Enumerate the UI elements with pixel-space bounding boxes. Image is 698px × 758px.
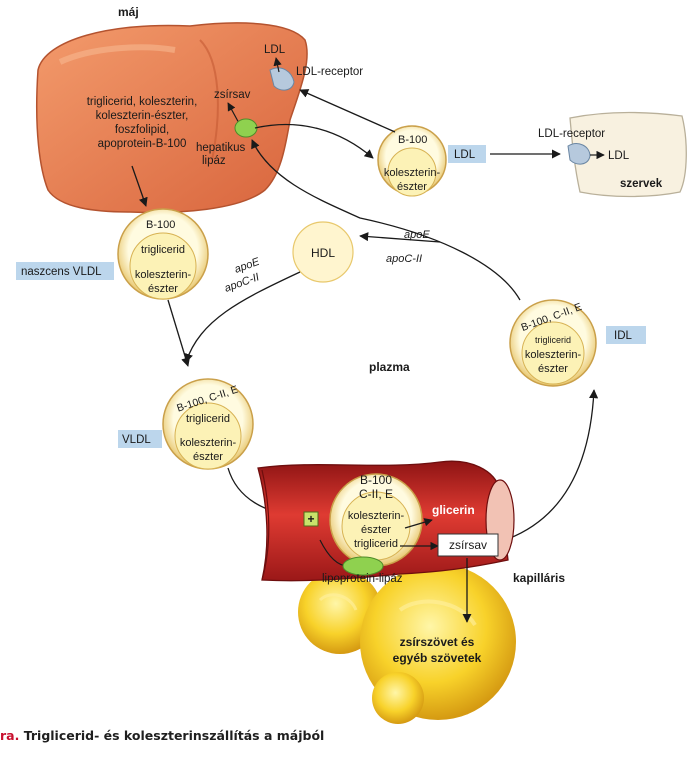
- capillary-fatty-acid-label: zsírsav: [449, 538, 487, 552]
- svg-text:koleszterin-észter,: koleszterin-észter,: [96, 110, 189, 122]
- svg-text:észter: észter: [397, 181, 427, 193]
- figure-caption: ra. Triglicerid- és koleszterinszállítás…: [0, 728, 698, 750]
- liver-ldl-receptor-label: LDL-receptor: [296, 66, 363, 78]
- liver-shape: [36, 22, 308, 214]
- hepatic-lipase-icon: [234, 118, 258, 138]
- svg-text:észter: észter: [148, 283, 178, 295]
- hdl-incoming-arrow: [359, 232, 441, 243]
- svg-text:B-100: B-100: [360, 473, 392, 487]
- hepatic-lipase-loop-arrow: [254, 123, 374, 159]
- hepatic-lipase-label-1: hepatikus: [196, 142, 245, 154]
- svg-text:észter: észter: [193, 451, 223, 463]
- liver-title: máj: [118, 5, 139, 19]
- organs-ldl-receptor-label: LDL-receptor: [538, 128, 605, 140]
- ldl-tag-text: LDL: [454, 149, 476, 161]
- hdl-particle: HDL: [292, 221, 354, 283]
- figure-caption-text: Triglicerid- és koleszterinszállítás a m…: [19, 728, 325, 743]
- glycerol-label: glicerin: [432, 503, 475, 517]
- liver: [36, 22, 308, 214]
- ldl-to-liver-arrow: [299, 89, 396, 133]
- liver-contents: triglicerid, koleszterin, koleszterin-és…: [87, 96, 198, 150]
- svg-text:apoprotein-B-100: apoprotein-B-100: [98, 138, 187, 150]
- adipose-tissue: [298, 564, 516, 724]
- hepatic-lipase-label-2: lipáz: [202, 155, 226, 167]
- svg-text:B-100: B-100: [398, 134, 427, 146]
- svg-text:koleszterin-: koleszterin-: [348, 510, 405, 522]
- capillary-fatty-acid-box: [437, 533, 499, 557]
- organs-ldl-label: LDL: [608, 150, 630, 162]
- nascent-vldl-particle: B-100 triglicerid koleszterin- észter: [117, 208, 209, 300]
- liver-ldl-receptor-icon: [269, 67, 295, 91]
- figure-caption-number: ra.: [0, 728, 20, 743]
- to-glycerol-arrow: [404, 518, 433, 529]
- svg-text:koleszterin-: koleszterin-: [384, 167, 441, 179]
- organs-title: szervek: [620, 178, 663, 190]
- svg-text:koleszterin-: koleszterin-: [525, 349, 582, 361]
- hdl-apoc-left: apoC-II: [223, 271, 261, 295]
- liver-ldl-label: LDL: [264, 44, 286, 56]
- plasma-label: plazma: [369, 360, 410, 374]
- nascent-to-vldl-arrow: [167, 299, 190, 367]
- hdl-apoe-right: apoE: [404, 229, 430, 241]
- svg-text:foszfolipid,: foszfolipid,: [115, 124, 169, 136]
- ldl-tag: [448, 145, 486, 163]
- vldl-tag-text: VLDL: [122, 434, 151, 446]
- idl-particle: B-100, C-II, E triglicerid koleszterin- …: [509, 299, 597, 387]
- svg-text:triglicerid: triglicerid: [141, 244, 185, 256]
- svg-text:koleszterin-: koleszterin-: [135, 269, 192, 281]
- liver-to-nascent-vldl-arrow: [131, 165, 148, 207]
- svg-text:koleszterin-: koleszterin-: [180, 437, 237, 449]
- vldl-tag: [118, 430, 162, 448]
- capillary-to-idl-arrow: [504, 389, 599, 541]
- svg-text:triglicerid, koleszterin,: triglicerid, koleszterin,: [87, 96, 198, 108]
- nascent-vldl-tag: [16, 262, 114, 280]
- svg-text:triglicerid: triglicerid: [186, 413, 230, 425]
- vldl-particle: B-100, C-II, E triglicerid koleszterin- …: [162, 378, 254, 470]
- hdl-apoc-right: apoC-II: [386, 253, 422, 265]
- svg-text:triglicerid: triglicerid: [354, 538, 398, 550]
- svg-text:C-II, E: C-II, E: [359, 487, 393, 501]
- capillary-particle: B-100 C-II, E koleszterin- észter trigli…: [329, 473, 423, 567]
- plus-badge-text: +: [307, 512, 314, 526]
- lipoprotein-lipase-label: lipoprotein-lipáz: [322, 573, 403, 585]
- svg-text:észter: észter: [361, 524, 391, 536]
- svg-text:triglicerid: triglicerid: [535, 335, 571, 345]
- hdl-to-vldl-arrow: [184, 271, 301, 363]
- hdl-apoe-left: apoE: [233, 256, 262, 276]
- liver-fatty-acid-label: zsírsav: [214, 89, 251, 101]
- ldl-particle: B-100 koleszterin- észter: [377, 125, 447, 197]
- adipose-label-1: zsírszövet és: [400, 635, 475, 649]
- adipose-label-2: egyéb szövetek: [393, 651, 482, 665]
- capillary-label: kapilláris: [513, 571, 565, 585]
- svg-text:B-100: B-100: [146, 219, 175, 231]
- idl-tag: [606, 326, 646, 344]
- svg-text:észter: észter: [538, 363, 568, 375]
- idl-to-liver-arrow: [251, 139, 521, 301]
- nascent-vldl-tag-text: naszcens VLDL: [21, 266, 102, 278]
- svg-text:HDL: HDL: [311, 246, 335, 260]
- plus-badge: [303, 511, 319, 527]
- organs-ldl-receptor-icon: [567, 143, 591, 165]
- lipoprotein-lipase-icon: [342, 556, 384, 576]
- idl-tag-text: IDL: [614, 330, 633, 342]
- organs-box: [569, 111, 687, 198]
